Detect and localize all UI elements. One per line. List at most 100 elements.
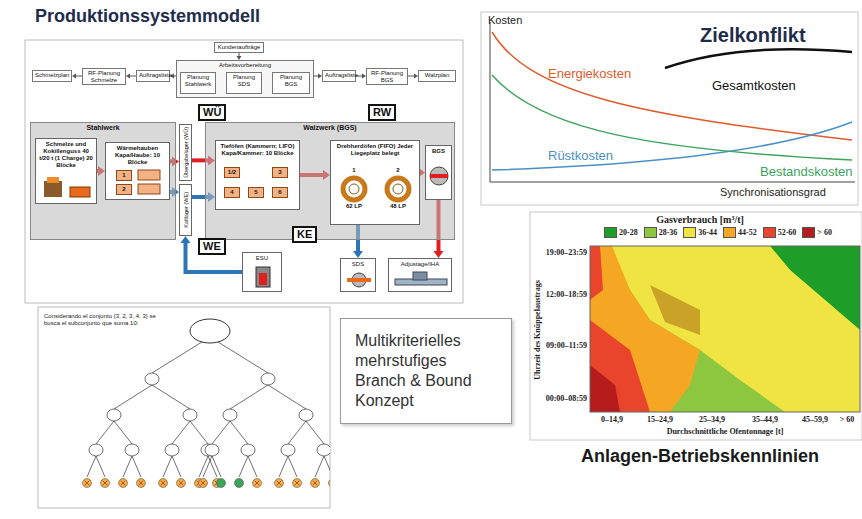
ingot (259, 273, 267, 285)
list-box: Auftragsliste (136, 70, 170, 82)
node-text: Drehherdöfen (FIFO) Jeder Liegeplatz bel… (333, 143, 417, 157)
hearth-core (349, 184, 359, 194)
total-curve (665, 49, 852, 68)
tick-label: 25–34,9 (699, 415, 725, 424)
node-text: SDS (343, 261, 373, 268)
callout: WÜ (198, 104, 226, 121)
chamber-number: 1/2 (224, 167, 240, 178)
flow-connector (72, 74, 82, 79)
hood (138, 184, 160, 194)
tree-leaf (253, 479, 262, 488)
tree-leaf (275, 479, 284, 488)
curve-label: Rüstkosten (548, 148, 613, 163)
tree-branch (203, 456, 212, 477)
hood (138, 170, 160, 180)
node-text: RF-Planung BGS (369, 70, 405, 83)
planning-box: RF-Planung Schmelze (82, 68, 126, 85)
tree-leaf (119, 479, 128, 488)
arrow-head (170, 74, 174, 79)
node-text: Walzwerk (BGS) (207, 124, 453, 131)
axis-title: Synchronisationsgrad (720, 186, 826, 198)
legend-swatch (644, 227, 657, 238)
hood-number: 1 (116, 170, 132, 181)
ladle (44, 181, 62, 197)
legend-item: 28-36 (644, 227, 678, 238)
esu-box: ESU (242, 252, 282, 292)
plot-border (590, 246, 860, 412)
legend-text: 44-52 (738, 228, 757, 237)
tree-branch (199, 456, 208, 477)
heatmap-title: Gasverbrauch [m³/t] (656, 214, 744, 225)
legend-swatch (802, 227, 815, 238)
node-text: Kaltlager (WE) (183, 192, 189, 228)
tick-label: 12:00–18:59 (546, 290, 587, 299)
tree-leaf (217, 479, 226, 488)
storage-box: Kaltlager (WE) (179, 184, 192, 236)
flow-line (408, 76, 415, 77)
heat-base (590, 246, 860, 412)
tree-node (281, 444, 295, 456)
tree-leaf (311, 479, 320, 488)
tree-panel (38, 307, 330, 508)
tick-label: 0–14,9 (601, 415, 623, 424)
panel-caption: Anlagen-Betriebskennlinien (581, 446, 819, 467)
tree-node (107, 409, 121, 421)
node-text: Planung Stahlwerk (183, 74, 213, 87)
arrow-head (353, 251, 363, 258)
curve-label: Gesamtkosten (712, 78, 796, 93)
arrow-head (434, 251, 444, 258)
flow-line (129, 76, 136, 77)
plant-region: Walzwerk (BGS)Tieföfen (Kammern; LIFO) K… (205, 122, 455, 240)
tree-branch (279, 456, 288, 477)
hood-number: 2 (116, 184, 132, 195)
prune-mark (277, 481, 282, 486)
tree-branch (152, 337, 210, 373)
chart-panel (481, 12, 858, 205)
prune-mark (161, 481, 166, 486)
node-text: Kundenaufträge (217, 44, 261, 51)
prune-mark (85, 481, 90, 486)
tree-node (299, 409, 313, 421)
tree-root (190, 319, 230, 343)
prune-mark (139, 481, 144, 486)
mill-box: BGS (425, 145, 452, 200)
tick-label: 15–24,9 (647, 415, 673, 424)
tree-node (125, 444, 139, 456)
tree-leaf (83, 479, 92, 488)
tick-label: 09:00–11:59 (546, 341, 587, 350)
tree-branch (268, 385, 306, 409)
bar (347, 278, 371, 282)
flow-connector (408, 74, 418, 79)
curve-label: Bestandskosten (760, 164, 853, 179)
tree-branch (152, 385, 190, 409)
legend-swatch (763, 227, 776, 238)
tree-leaf (177, 479, 186, 488)
node-text: Adjustage/IHA (391, 261, 449, 268)
flow-line (356, 76, 363, 77)
energy-curve (492, 32, 852, 140)
tree-leaf (293, 479, 302, 488)
callout: WE (198, 238, 226, 255)
planning-box: Planung Stahlwerk (180, 72, 216, 94)
node-text: Auftragsliste (325, 72, 353, 79)
machine (413, 272, 427, 280)
tree-branch (96, 421, 114, 444)
node-text: RF-Planung Schmelze (85, 70, 123, 83)
tree-branch (230, 385, 268, 409)
tree-node (89, 444, 103, 456)
capacity-label: 48 LP (390, 203, 406, 210)
tree-branch (96, 456, 105, 477)
tree-branch (114, 385, 152, 409)
heat-area (590, 246, 700, 412)
stock-curve (492, 75, 852, 160)
tree-node (165, 444, 179, 456)
legend-text: 28-36 (659, 228, 678, 237)
heat-area (650, 285, 700, 335)
legend-item: 52-60 (763, 227, 797, 238)
tree-branch (210, 337, 268, 373)
tick-label: 19:00–23:59 (546, 248, 587, 257)
chamber-number: 3 (272, 167, 288, 178)
y-axis (490, 22, 491, 182)
legend-text: 52-60 (778, 228, 797, 237)
prune-mark (121, 481, 126, 486)
